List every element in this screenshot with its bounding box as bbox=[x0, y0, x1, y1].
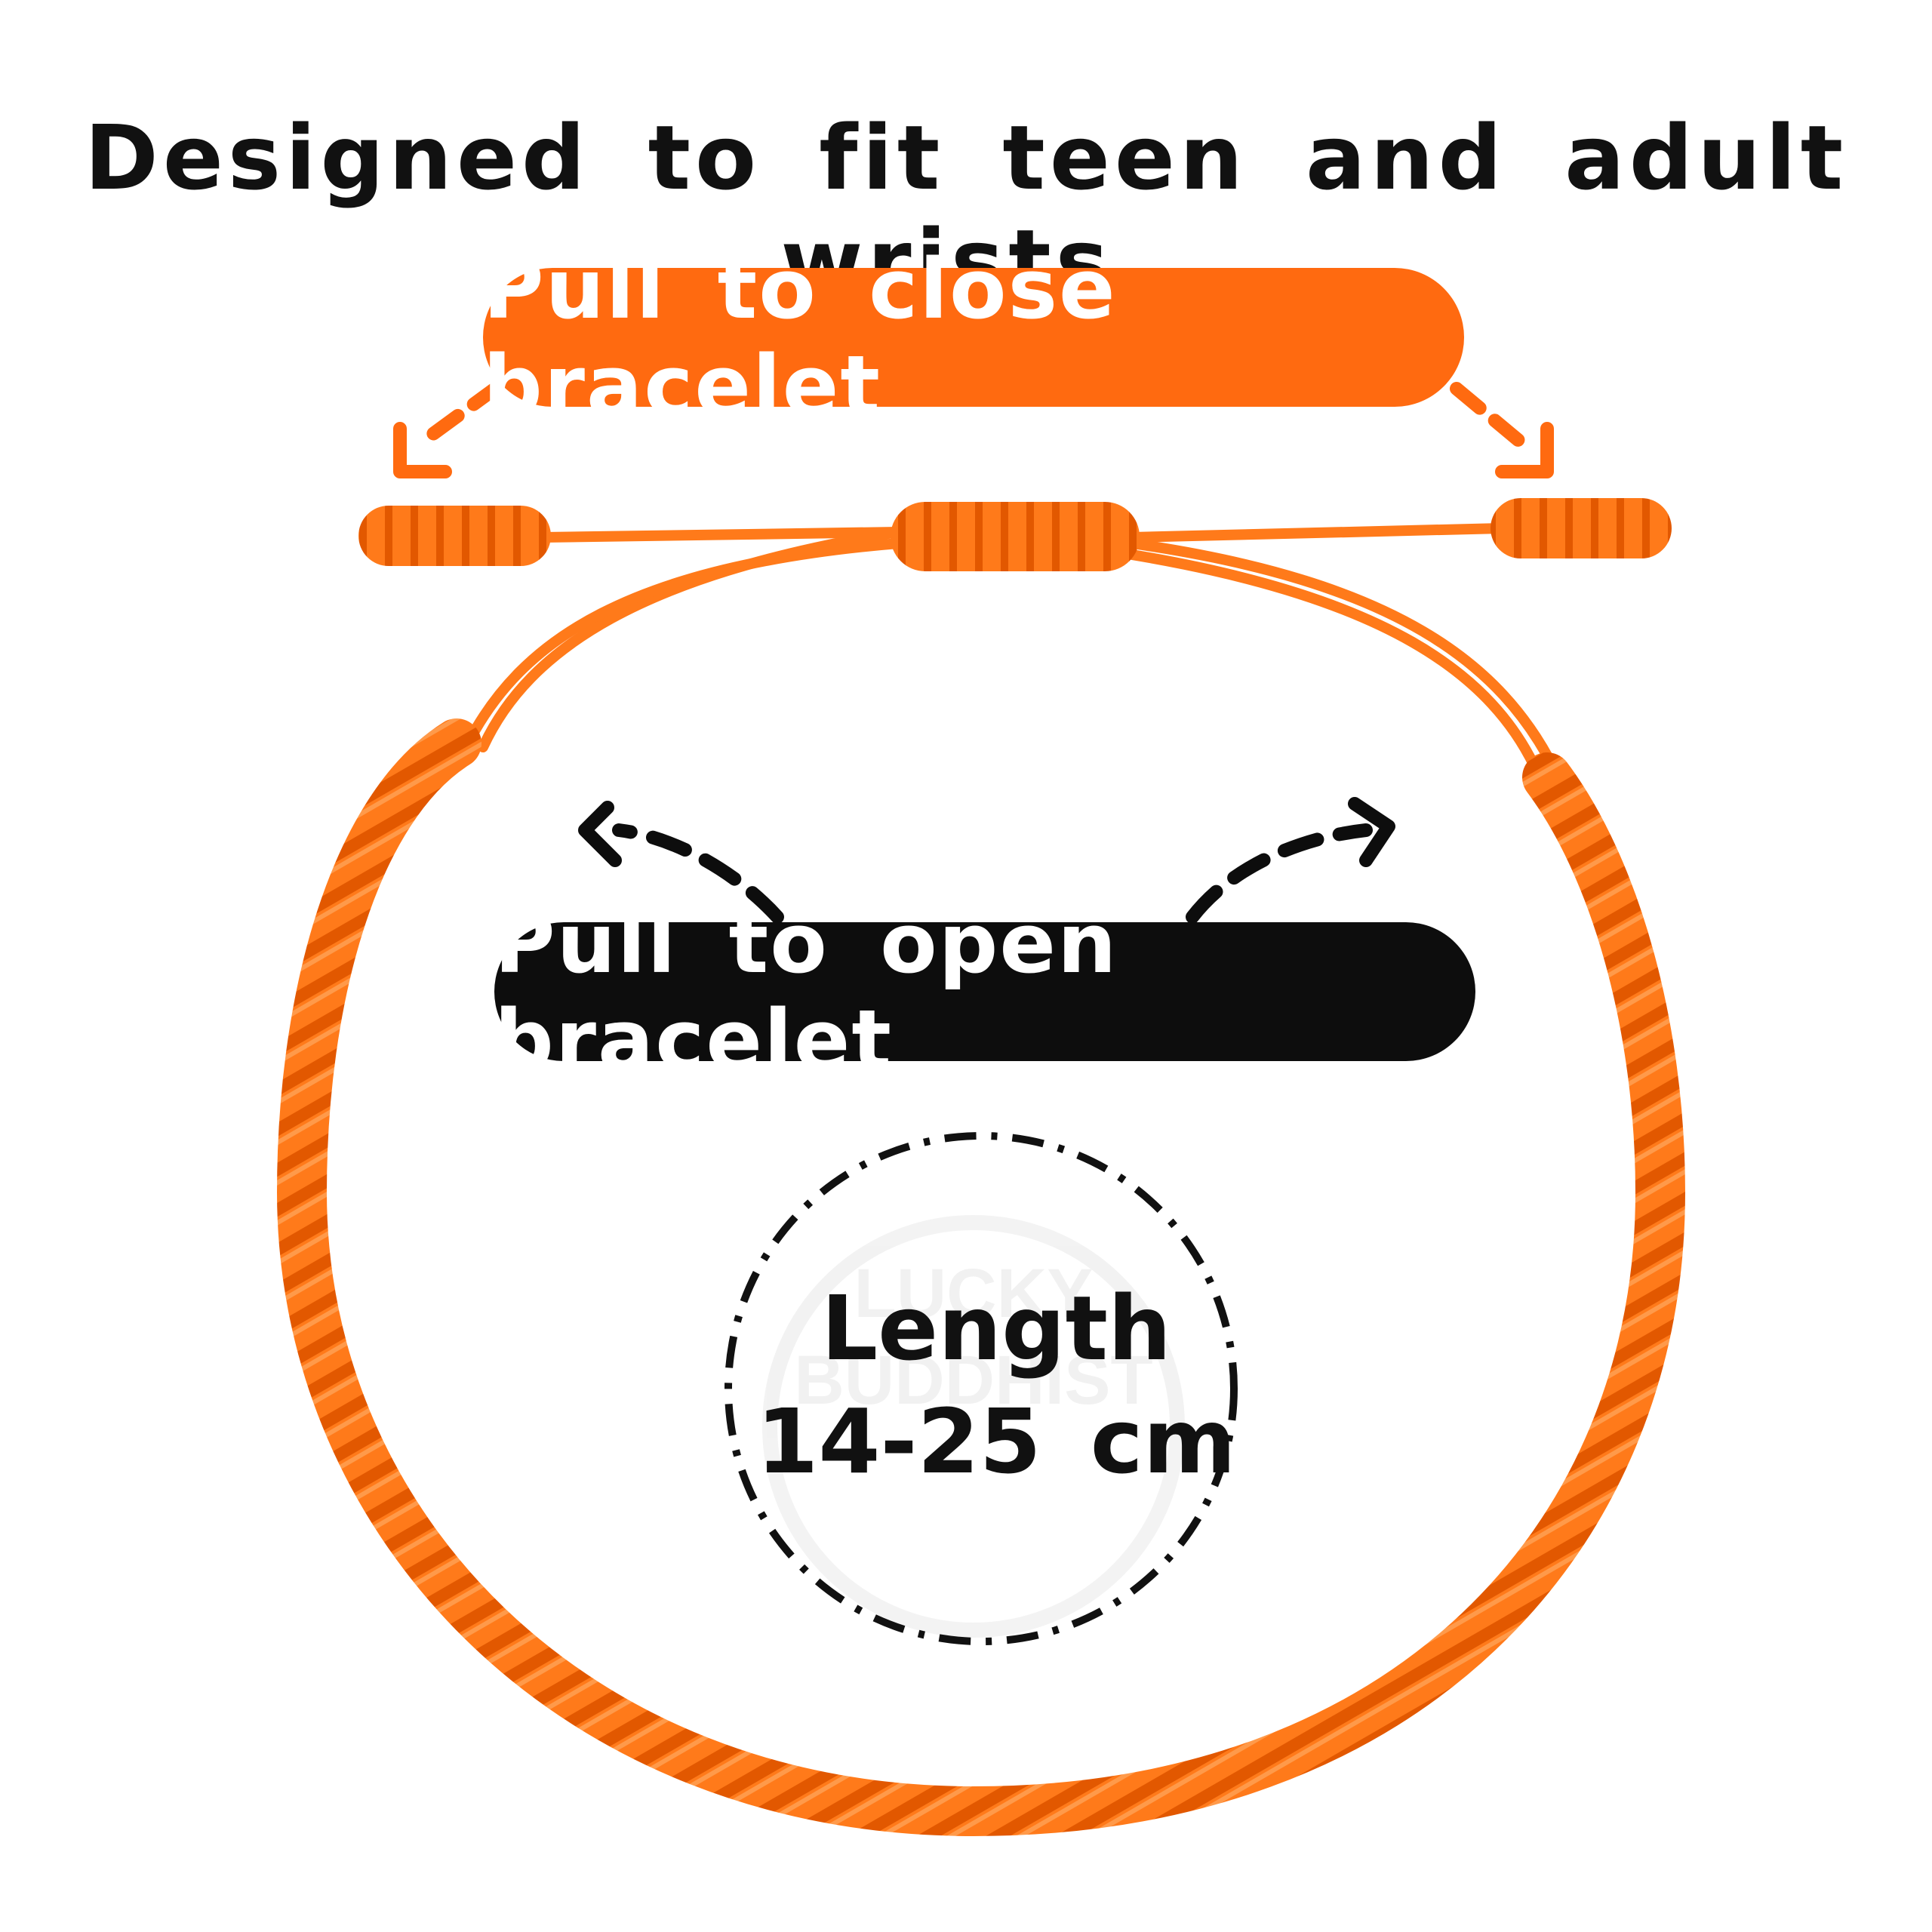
length-value: 14-25 cm bbox=[756, 1389, 1236, 1494]
length-label: Length bbox=[820, 1276, 1172, 1380]
svg-text:LUCKY: LUCKY bbox=[854, 1255, 1094, 1332]
open-instruction-label: Pull to open bracelet bbox=[494, 895, 1118, 1088]
dashed-arrow-down-right-icon bbox=[1450, 382, 1554, 478]
dashed-arrow-up-left-icon bbox=[578, 801, 784, 924]
bracelet-braid bbox=[276, 718, 1686, 1837]
svg-text:BUDDHIST: BUDDHIST bbox=[794, 1342, 1152, 1419]
close-instruction-pill: Pull to close bracelet bbox=[483, 241, 1464, 434]
end-knot-left bbox=[358, 506, 551, 566]
sliding-knot bbox=[891, 502, 1140, 571]
watermark-logo: LUCKY BUDDHIST bbox=[762, 1215, 1185, 1638]
end-knot-right bbox=[1491, 498, 1672, 558]
dashed-arrow-down-left-icon bbox=[393, 380, 505, 478]
bracelet-cords bbox=[463, 523, 1560, 783]
close-instruction-label: Pull to close bracelet bbox=[483, 241, 1117, 434]
open-instruction-pill: Pull to open bracelet bbox=[494, 895, 1475, 1088]
dashed-arrow-up-right-icon bbox=[1186, 797, 1395, 924]
length-dashed-circle bbox=[724, 1132, 1238, 1645]
length-info: Length 14-25 cm bbox=[755, 1275, 1238, 1502]
